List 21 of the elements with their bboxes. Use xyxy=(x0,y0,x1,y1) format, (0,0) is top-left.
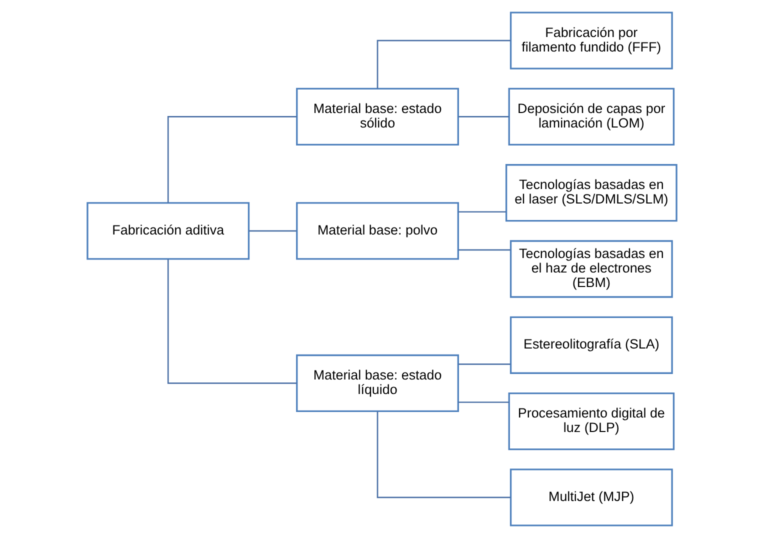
node-box: MultiJet (MJP) xyxy=(509,468,672,526)
connector xyxy=(458,249,510,251)
node-box: Material base: polvo xyxy=(296,202,458,260)
node-box: Estereolitografía (SLA) xyxy=(509,316,672,374)
node-box: Material base: estado sólido xyxy=(296,88,458,146)
connector xyxy=(458,211,506,213)
connector xyxy=(248,230,296,232)
node-box: Material base: estado líquido xyxy=(296,354,458,412)
node-box: Deposición de capas por laminación (LOM) xyxy=(508,88,674,146)
connector xyxy=(166,259,296,384)
connector xyxy=(458,402,509,403)
connector xyxy=(458,364,510,365)
connector xyxy=(166,116,296,203)
connector xyxy=(376,411,510,498)
node-box: Procesamiento digital de luz (DLP) xyxy=(508,392,674,450)
node-box: Fabricación por filamento fundido (FFF) xyxy=(509,12,672,70)
node-box: Tecnologías basadas en el laser (SLS/DMLS/SLM) xyxy=(504,164,677,222)
connector xyxy=(458,116,509,118)
node-box: Tecnologías basadas en el haz de electrones (EBM) xyxy=(509,240,672,298)
connector xyxy=(376,40,510,88)
node-box: Fabricación aditiva xyxy=(86,202,250,260)
